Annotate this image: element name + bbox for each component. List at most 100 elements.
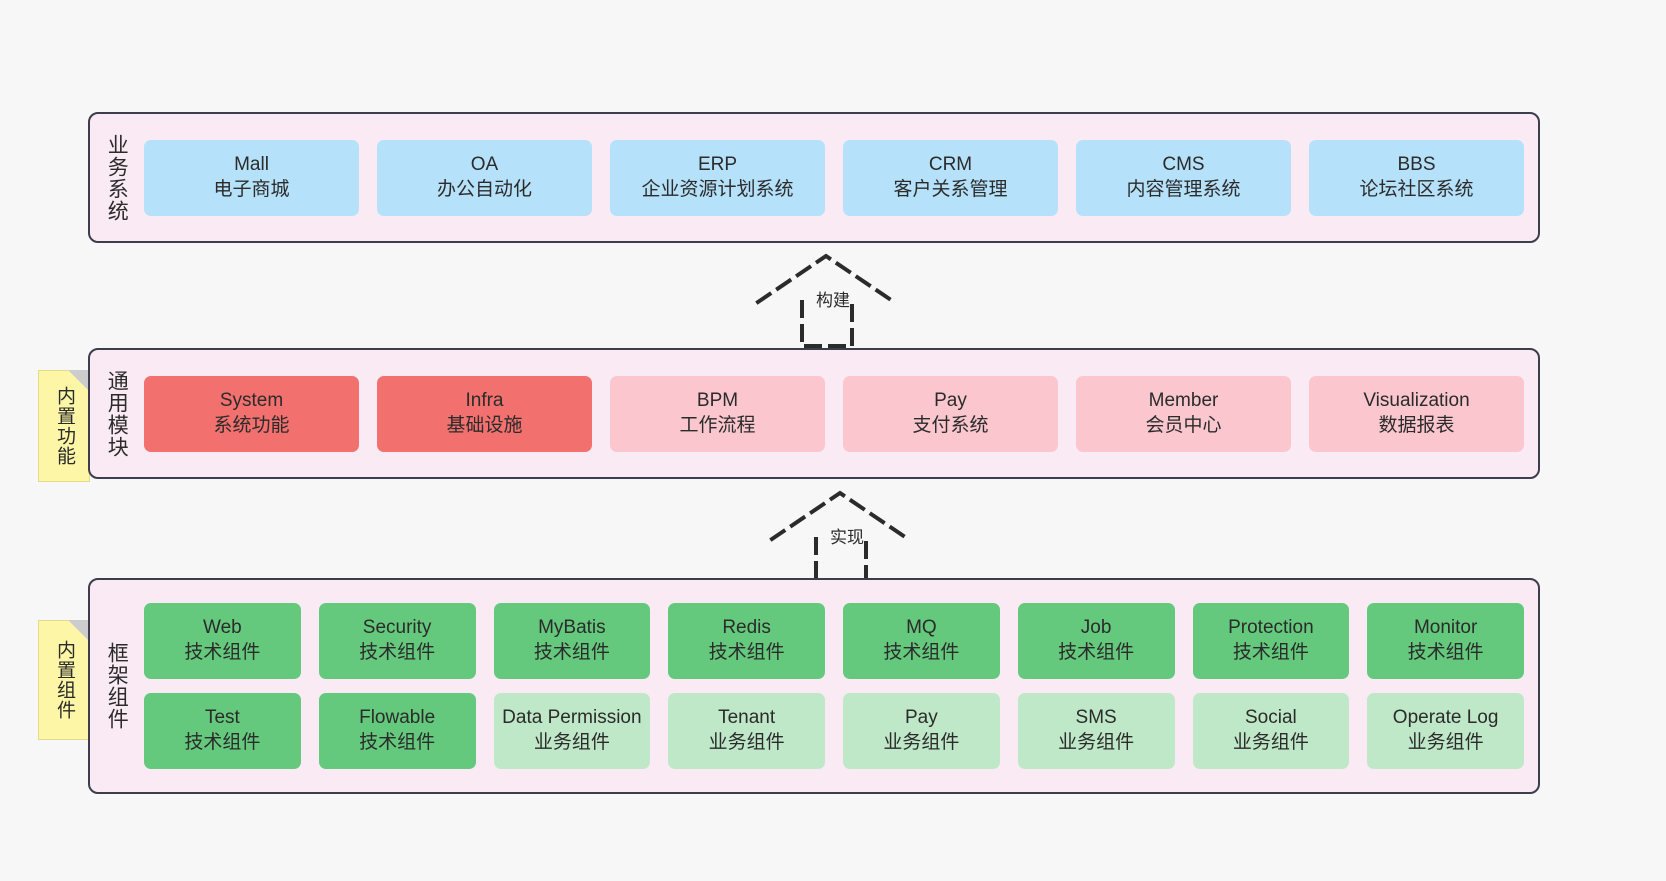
note-text: 内置组件 xyxy=(54,640,76,720)
node-title: BPM xyxy=(696,389,739,411)
node-subtitle: 支付系统 xyxy=(912,414,989,436)
layer-business-systems: 业务系统 Mall 电子商城 OA 办公自动化 ERP 企业资源计划系统 CRM… xyxy=(88,112,1540,243)
node-mybatis[interactable]: MyBatis 技术组件 xyxy=(493,603,651,679)
node-title: OA xyxy=(470,153,499,175)
node-subtitle: 技术组件 xyxy=(708,642,785,663)
node-flowable[interactable]: Flowable 技术组件 xyxy=(318,693,476,769)
node-subtitle: 技术组件 xyxy=(184,642,261,663)
node-subtitle: 业务组件 xyxy=(1407,732,1484,753)
node-subtitle: 技术组件 xyxy=(184,732,261,753)
node-subtitle: 内容管理系统 xyxy=(1126,178,1241,200)
node-pay[interactable]: Pay 支付系统 xyxy=(843,375,1058,452)
node-title: Infra xyxy=(465,389,504,411)
node-infra[interactable]: Infra 基础设施 xyxy=(377,375,592,452)
node-protection[interactable]: Protection 技术组件 xyxy=(1192,603,1350,679)
node-title: Mall xyxy=(234,153,269,175)
layer-row: Mall 电子商城 OA 办公自动化 ERP 企业资源计划系统 CRM 客户关系… xyxy=(144,139,1524,216)
node-bpm[interactable]: BPM 工作流程 xyxy=(610,375,825,452)
node-mq[interactable]: MQ 技术组件 xyxy=(843,603,1000,679)
node-title: Redis xyxy=(722,617,771,639)
node-social[interactable]: Social 业务组件 xyxy=(1192,693,1350,769)
connector-implement: 实现 xyxy=(766,487,946,587)
node-visualization[interactable]: Visualization 数据报表 xyxy=(1309,375,1524,452)
node-subtitle: 技术组件 xyxy=(1232,642,1309,663)
node-title: Pay xyxy=(905,707,938,729)
generalization-arrow-icon xyxy=(755,253,897,348)
layer-title-framework: 框架组件 xyxy=(105,642,129,730)
node-erp[interactable]: ERP 企业资源计划系统 xyxy=(610,139,825,216)
node-subtitle: 技术组件 xyxy=(1058,642,1135,663)
node-test[interactable]: Test 技术组件 xyxy=(144,693,301,769)
node-member[interactable]: Member 会员中心 xyxy=(1076,375,1291,452)
node-bbs[interactable]: BBS 论坛社区系统 xyxy=(1309,139,1524,216)
node-title: Job xyxy=(1080,617,1112,639)
layer-title-common: 通用模块 xyxy=(105,369,129,458)
layer-framework-components: 框架组件 Web 技术组件 Security 技术组件 MyBatis 技术组件… xyxy=(88,578,1540,794)
node-subtitle: 业务组件 xyxy=(533,732,610,753)
node-title: Social xyxy=(1245,707,1297,729)
connector-label-build: 构建 xyxy=(816,291,850,310)
node-title: Visualization xyxy=(1363,389,1470,411)
node-subtitle: 系统功能 xyxy=(213,414,290,436)
node-title: MQ xyxy=(906,617,937,639)
node-subtitle: 业务组件 xyxy=(708,732,785,753)
node-subtitle: 技术组件 xyxy=(533,642,610,663)
node-data-permission[interactable]: Data Permission 业务组件 xyxy=(493,693,651,769)
note-builtin-components: 内置组件 xyxy=(38,620,90,740)
node-crm[interactable]: CRM 客户关系管理 xyxy=(843,139,1058,216)
node-title: SMS xyxy=(1075,707,1117,729)
node-subtitle: 电子商城 xyxy=(213,178,290,200)
layer-title-business: 业务系统 xyxy=(105,133,129,222)
layer-body-common: System 系统功能 Infra 基础设施 BPM 工作流程 Pay 支付系统… xyxy=(142,350,1538,477)
node-title: BBS xyxy=(1397,153,1436,175)
node-system[interactable]: System 系统功能 xyxy=(144,375,359,452)
node-subtitle: 基础设施 xyxy=(446,414,523,436)
node-subtitle: 论坛社区系统 xyxy=(1359,178,1474,200)
node-title: CRM xyxy=(928,153,973,175)
node-title: Flowable xyxy=(359,707,436,729)
node-title: CMS xyxy=(1162,153,1205,175)
node-subtitle: 技术组件 xyxy=(359,732,436,753)
node-web[interactable]: Web 技术组件 xyxy=(144,603,301,679)
node-subtitle: 技术组件 xyxy=(1407,642,1484,663)
node-subtitle: 技术组件 xyxy=(359,642,436,663)
node-subtitle: 业务组件 xyxy=(883,732,960,753)
node-subtitle: 数据报表 xyxy=(1378,414,1455,436)
node-operate-log[interactable]: Operate Log 业务组件 xyxy=(1367,693,1524,769)
node-subtitle: 工作流程 xyxy=(679,414,756,436)
layer-row: Test 技术组件 Flowable 技术组件 Data Permission … xyxy=(144,693,1524,769)
node-cms[interactable]: CMS 内容管理系统 xyxy=(1076,139,1291,216)
node-title: MyBatis xyxy=(538,617,606,639)
node-subtitle: 会员中心 xyxy=(1145,414,1222,436)
node-redis[interactable]: Redis 技术组件 xyxy=(668,603,825,679)
node-subtitle: 办公自动化 xyxy=(436,178,532,200)
node-title: Web xyxy=(203,617,242,639)
node-title: Monitor xyxy=(1413,617,1478,639)
connector-label-implement: 实现 xyxy=(830,528,864,547)
node-tenant[interactable]: Tenant 业务组件 xyxy=(668,693,825,769)
layer-row: Web 技术组件 Security 技术组件 MyBatis 技术组件 Redi… xyxy=(144,603,1524,679)
node-pay-component[interactable]: Pay 业务组件 xyxy=(843,693,1000,769)
generalization-arrow-icon xyxy=(769,490,911,585)
node-job[interactable]: Job 技术组件 xyxy=(1017,603,1175,679)
node-mall[interactable]: Mall 电子商城 xyxy=(144,139,359,216)
node-title: Member xyxy=(1148,389,1219,411)
node-subtitle: 业务组件 xyxy=(1232,732,1309,753)
node-monitor[interactable]: Monitor 技术组件 xyxy=(1367,603,1524,679)
node-title: Test xyxy=(204,707,240,729)
layer-body-framework: Web 技术组件 Security 技术组件 MyBatis 技术组件 Redi… xyxy=(142,580,1538,792)
node-sms[interactable]: SMS 业务组件 xyxy=(1017,693,1175,769)
node-security[interactable]: Security 技术组件 xyxy=(318,603,476,679)
node-oa[interactable]: OA 办公自动化 xyxy=(377,139,592,216)
connector-build: 构建 xyxy=(752,250,932,350)
node-subtitle: 技术组件 xyxy=(883,642,960,663)
layer-common-modules: 通用模块 System 系统功能 Infra 基础设施 BPM 工作流程 Pay… xyxy=(88,348,1540,479)
node-title: Tenant xyxy=(718,707,776,729)
node-title: Protection xyxy=(1228,617,1314,639)
node-title: Data Permission xyxy=(502,707,642,729)
node-subtitle: 企业资源计划系统 xyxy=(641,178,794,200)
node-title: Security xyxy=(362,617,432,639)
node-subtitle: 客户关系管理 xyxy=(893,178,1008,200)
node-title: Pay xyxy=(934,389,967,411)
